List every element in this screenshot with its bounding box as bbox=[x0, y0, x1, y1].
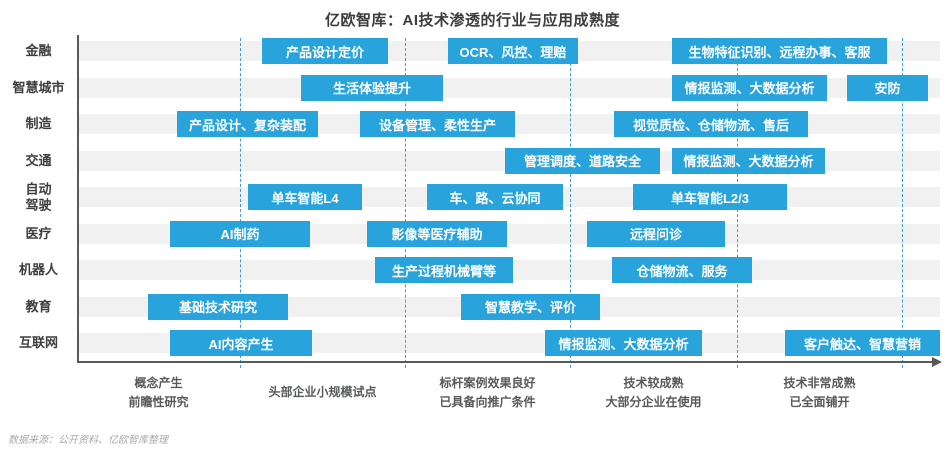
stage-divider-line bbox=[902, 38, 903, 368]
data-source-note: 数据来源：公开资料、亿欧智库整理 bbox=[8, 435, 168, 446]
x-axis-line bbox=[77, 361, 934, 363]
application-box: 车、路、云协同 bbox=[427, 184, 563, 211]
application-box: AI制药 bbox=[170, 220, 310, 247]
stage-label: 标杆案例效果良好 已具备向推广条件 bbox=[439, 375, 536, 409]
application-box: 影像等医疗辅助 bbox=[367, 220, 507, 247]
application-box: 视觉质检、仓储物流、售后 bbox=[614, 111, 808, 138]
application-box: 生活体验提升 bbox=[301, 74, 443, 101]
application-box: 产品设计、复杂装配 bbox=[177, 111, 318, 138]
stage-label: 概念产生 前瞻性研究 bbox=[128, 375, 189, 409]
application-box: 管理调度、道路安全 bbox=[505, 147, 660, 174]
stage-label: 技术非常成熟 已全面铺开 bbox=[783, 375, 856, 409]
application-box: 情报监测、大数据分析 bbox=[672, 147, 825, 174]
application-box: OCR、风控、理赔 bbox=[448, 38, 578, 64]
row-label: 制造 bbox=[25, 116, 52, 132]
stage-label: 技术较成熟 大部分企业在使用 bbox=[605, 375, 702, 409]
application-box: 生物特征识别、远程办事、客服 bbox=[672, 38, 887, 64]
row-label: 金融 bbox=[25, 43, 52, 59]
application-box: 设备管理、柔性生产 bbox=[360, 111, 515, 138]
chart-title: 亿欧智库：AI技术渗透的行业与应用成熟度 bbox=[324, 12, 620, 29]
application-box: 情报监测、大数据分析 bbox=[672, 74, 827, 101]
application-box: 智慧教学、评价 bbox=[461, 293, 600, 320]
application-box: AI内容产生 bbox=[170, 330, 312, 357]
stage-label: 头部企业小规模试点 bbox=[268, 385, 377, 400]
stage-divider-line bbox=[240, 38, 241, 368]
row-label: 互联网 bbox=[18, 335, 58, 351]
stage-divider-line bbox=[405, 38, 406, 368]
application-box: 单车智能L4 bbox=[248, 184, 362, 211]
application-box: 安防 bbox=[847, 74, 928, 101]
row-label: 交通 bbox=[25, 152, 52, 168]
row-label: 智慧城市 bbox=[12, 79, 65, 95]
stage-divider-line bbox=[570, 38, 571, 368]
row-label: 教育 bbox=[25, 299, 52, 315]
y-axis-line bbox=[77, 35, 79, 363]
application-box: 远程问诊 bbox=[587, 220, 725, 247]
application-box: 产品设计定价 bbox=[262, 38, 388, 64]
row-label: 自动 驾驶 bbox=[25, 181, 52, 213]
application-box: 仓储物流、服务 bbox=[612, 257, 752, 284]
application-box: 客户触达、智慧营销 bbox=[785, 330, 940, 357]
x-axis-arrow-icon bbox=[932, 356, 942, 367]
row-label: 医疗 bbox=[25, 226, 52, 241]
application-box: 情报监测、大数据分析 bbox=[545, 330, 702, 357]
application-box: 单车智能L2/3 bbox=[633, 184, 787, 211]
application-box: 生产过程机械臂等 bbox=[375, 257, 513, 284]
row-label: 机器人 bbox=[18, 262, 58, 278]
application-box: 基础技术研究 bbox=[148, 293, 288, 320]
